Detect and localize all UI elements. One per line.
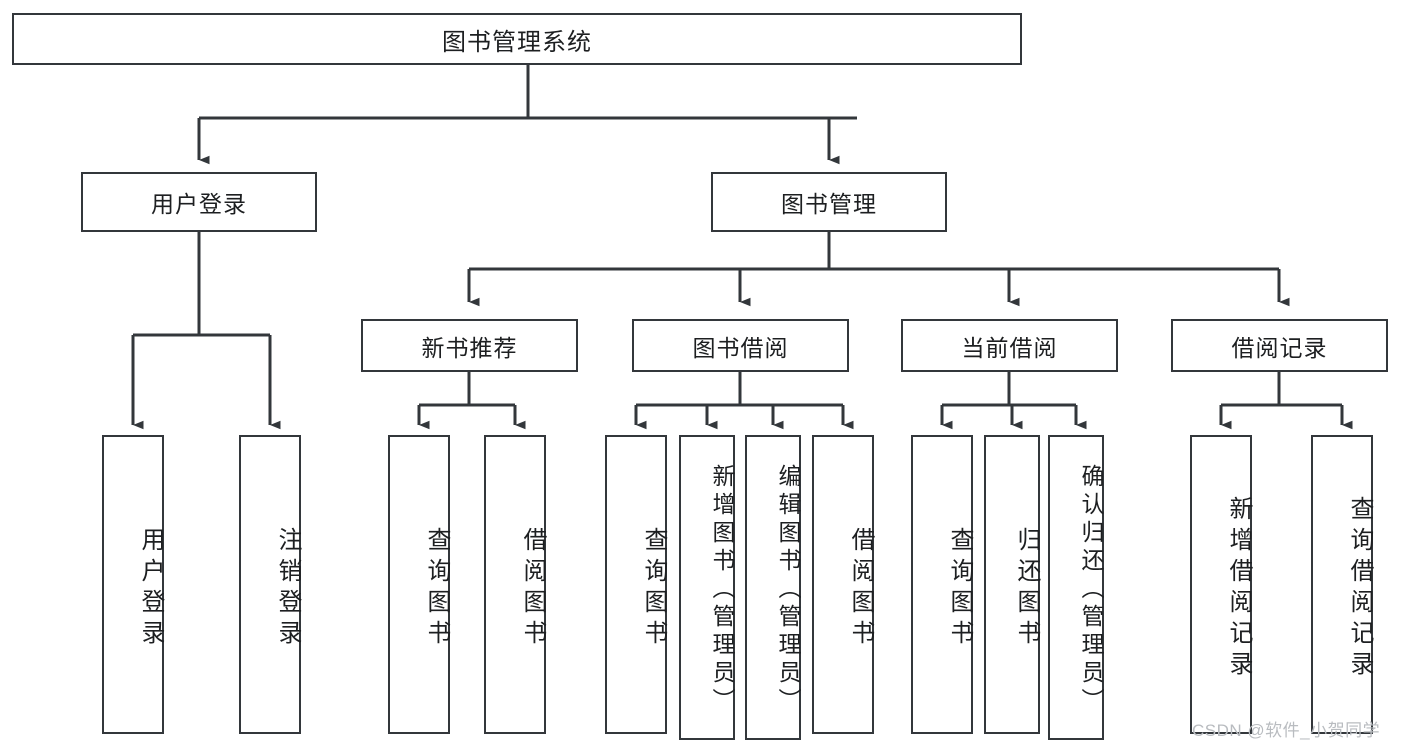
node-leaf-borrow-book-2[interactable]: 借阅图书	[812, 435, 874, 734]
node-leaf-logout-login[interactable]: 注销登录	[239, 435, 301, 734]
node-borrow-record[interactable]: 借阅记录	[1171, 319, 1388, 372]
node-leaf-query-book-3[interactable]: 查询图书	[911, 435, 973, 734]
node-leaf-borrow-book-1[interactable]: 借阅图书	[484, 435, 546, 734]
node-leaf-add-book-admin[interactable]: 新增图书（管理员）	[679, 435, 735, 740]
csdn-watermark: CSDN @软件_小贺同学	[1192, 721, 1381, 740]
node-book-manage[interactable]: 图书管理	[711, 172, 947, 232]
node-user-login[interactable]: 用户登录	[81, 172, 317, 232]
node-leaf-user-login[interactable]: 用户登录	[102, 435, 164, 734]
node-leaf-add-borrow-record[interactable]: 新增借阅记录	[1190, 435, 1252, 734]
node-new-book-recommend[interactable]: 新书推荐	[361, 319, 578, 372]
node-leaf-return-book[interactable]: 归还图书	[984, 435, 1040, 734]
node-root[interactable]: 图书管理系统	[12, 13, 1022, 65]
node-leaf-query-book-2[interactable]: 查询图书	[605, 435, 667, 734]
node-leaf-edit-book-admin[interactable]: 编辑图书（管理员）	[745, 435, 801, 740]
node-book-borrow[interactable]: 图书借阅	[632, 319, 849, 372]
node-leaf-query-book-1[interactable]: 查询图书	[388, 435, 450, 734]
node-leaf-confirm-return[interactable]: 确认归还（管理员）	[1048, 435, 1104, 740]
node-leaf-query-borrow-record[interactable]: 查询借阅记录	[1311, 435, 1373, 734]
node-current-borrow[interactable]: 当前借阅	[901, 319, 1118, 372]
